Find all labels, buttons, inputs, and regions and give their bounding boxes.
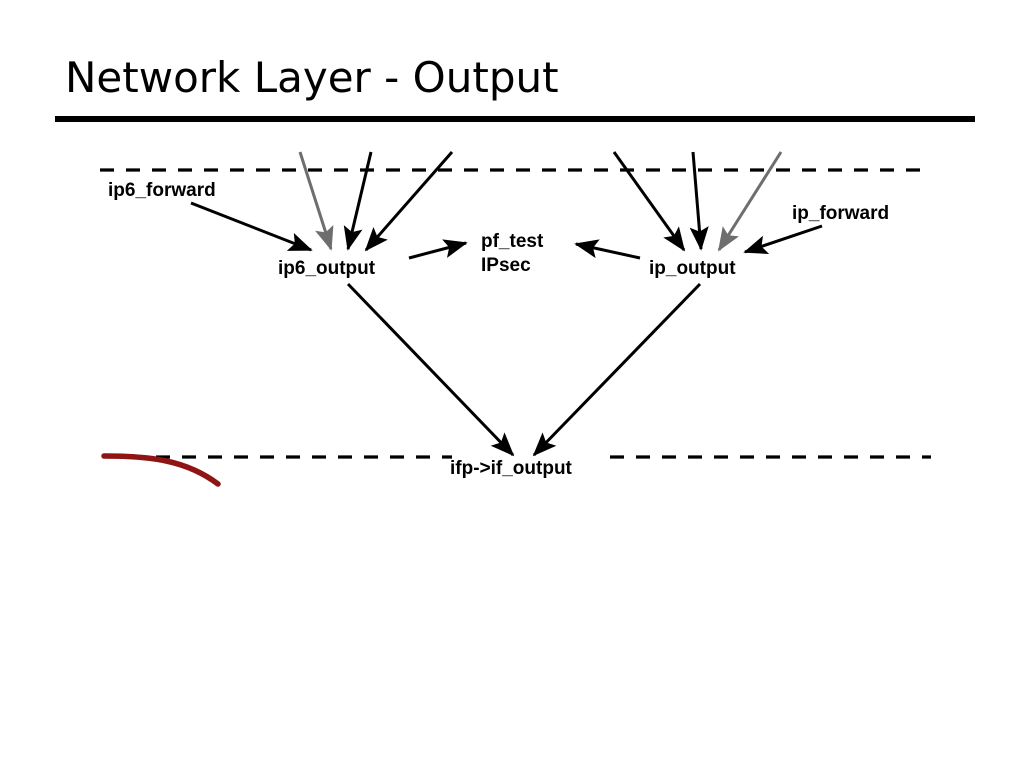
page-title: Network Layer - Output: [65, 53, 559, 102]
edge-ipforward-to-ipoutput: [743, 224, 823, 254]
node-label-pf-test: pf_test: [481, 231, 544, 252]
red-curve-annotation: [101, 453, 221, 487]
node-label-ip6-output: ip6_output: [278, 258, 376, 279]
node-label-ipsec: IPsec: [481, 255, 531, 276]
edge-upper-to-ip6output-b2: [364, 151, 454, 252]
title-underline-rule: [55, 116, 975, 122]
node-label-ip-output: ip_output: [649, 258, 736, 279]
edge-upper-to-ipoutput-gray: [717, 151, 783, 252]
edge-ip6output-to-ifoutput: [346, 282, 515, 457]
edge-upper-to-ipoutput-b1: [612, 151, 686, 252]
edge-upper-to-ipoutput-b2: [689, 151, 709, 251]
edge-ip6output-to-pftest: [408, 239, 468, 260]
edge-upper-to-ip6output-gray: [298, 151, 334, 251]
edge-ip6forward-to-ip6output: [190, 201, 313, 252]
node-label-ifp-if-output: ifp->if_output: [450, 458, 572, 479]
node-label-ip6-forward: ip6_forward: [108, 180, 216, 201]
edge-ipoutput-to-pftest: [574, 239, 641, 260]
node-label-ip-forward: ip_forward: [792, 203, 890, 224]
title-block: Network Layer - Output: [55, 52, 975, 124]
edge-ipoutput-to-ifoutput: [532, 282, 702, 457]
edge-upper-to-ip6output-b1: [343, 151, 373, 251]
